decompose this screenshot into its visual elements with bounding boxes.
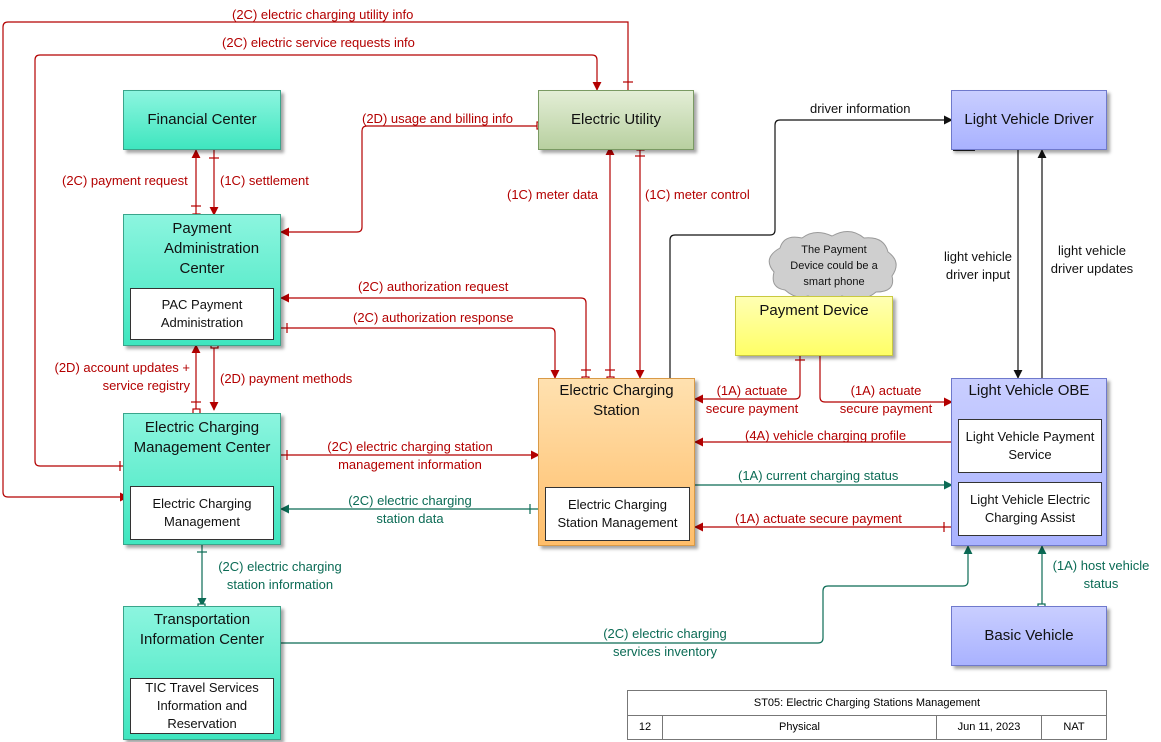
flow-services-inventory [281,545,973,644]
flow-service-requests [34,54,602,467]
cloud-note: The Payment Device could be a smart phon… [790,244,878,288]
tic-travel-services-label: TIC Travel Services Information and Rese… [145,680,259,731]
label-actuate-payment-obe: (1A) actuate secure payment [735,511,902,526]
light-vehicle-driver-node[interactable]: Light Vehicle Driver [951,90,1107,150]
label-driver-information: driver information [810,101,911,116]
ecs-label: Electric Charging Station [559,382,674,419]
ecmc-label: Electric Charging Management Center [133,419,271,456]
flow-actuate-payment-right [819,352,953,407]
payment-device-label: Payment Device [759,302,869,319]
electric-charging-management-center-node[interactable]: Electric Charging Management Center Elec… [123,413,281,545]
lv-charging-assist-label: Light Vehicle Electric Charging Assist [970,492,1090,525]
electric-utility-label: Electric Utility [570,111,661,128]
flow-driver-information [669,115,953,378]
label-host-vehicle-status: (1A) host vehicle status [1052,558,1150,591]
label-authorization-response: (2C) authorization response [353,310,514,325]
pac-payment-administration-label: PAC Payment Administration [160,297,244,330]
tic-label: Transportation Information Center [139,611,265,648]
flow-actuate-payment-left [694,352,801,404]
light-vehicle-obe-node[interactable]: Light Vehicle OBE Light Vehicle Payment … [951,378,1107,546]
ecmc-charging-management-label: Electric Charging Management [152,496,252,529]
electric-utility-node[interactable]: Electric Utility [538,90,694,150]
label-utility-info: (2C) electric charging utility info [232,7,414,22]
financial-center-label: Financial Center [147,111,257,128]
payment-administration-center-node[interactable]: Payment Administration Center PAC Paymen… [123,214,281,346]
label-lv-driver-input: light vehicle driver input [944,249,1012,282]
label-settlement: (1C) settlement [220,173,309,188]
light-vehicle-driver-label: Light Vehicle Driver [964,111,1094,128]
label-actuate-payment-left: (1A) actuate secure payment [705,383,799,416]
label-authorization-request: (2C) authorization request [358,279,509,294]
title-block-date: Jun 11, 2023 [936,714,1042,740]
label-actuate-payment-right: (1A) actuate secure payment [839,383,933,416]
flow-authorization-response [276,327,560,379]
label-station-information: (2C) electric charging station informati… [218,559,342,592]
lv-payment-service-label: Light Vehicle Payment Service [965,429,1095,462]
label-station-data: (2C) electric charging station data [348,493,472,526]
title-block-title: ST05: Electric Charging Stations Managem… [627,690,1107,716]
financial-center-node[interactable]: Financial Center [123,90,281,150]
label-account-updates: (2D) account updates + service registry [54,360,191,393]
label-payment-request: (2C) payment request [62,173,188,188]
label-vehicle-charging-profile: (4A) vehicle charging profile [745,428,907,443]
lv-obe-label: Light Vehicle OBE [968,382,1090,399]
tic-travel-services[interactable]: TIC Travel Services Information and Rese… [130,678,274,734]
lv-payment-service[interactable]: Light Vehicle Payment Service [958,419,1102,473]
label-station-mgmt-info: (2C) electric charging station managemen… [327,439,493,472]
title-block: ST05: Electric Charging Stations Managem… [627,690,1107,740]
pac-payment-administration[interactable]: PAC Payment Administration [130,288,274,340]
transportation-information-center-node[interactable]: Transportation Information Center TIC Tr… [123,606,281,740]
ecmc-charging-management[interactable]: Electric Charging Management [130,486,274,540]
payment-device-node[interactable]: Payment Device [735,296,893,356]
title-block-number: 12 [627,714,663,740]
electric-charging-station-node[interactable]: Electric Charging Station Electric Charg… [538,378,695,546]
flow-usage-billing [280,125,540,237]
label-meter-control: (1C) meter control [645,187,750,202]
pac-center-label: Payment Administration Center [164,220,260,277]
title-block-view: Physical [662,714,937,740]
label-service-requests: (2C) electric service requests info [222,35,415,50]
label-usage-billing: (2D) usage and billing info [362,111,514,126]
title-block-org: NAT [1041,714,1107,740]
basic-vehicle-node[interactable]: Basic Vehicle [951,606,1107,666]
label-lv-driver-updates: light vehicle driver updates [1050,243,1134,276]
label-meter-data: (1C) meter data [507,187,599,202]
label-services-inventory: (2C) electric charging services inventor… [603,626,727,659]
ecs-station-management[interactable]: Electric Charging Station Management [545,487,690,541]
lv-charging-assist[interactable]: Light Vehicle Electric Charging Assist [958,482,1102,536]
label-payment-methods: (2D) payment methods [220,371,353,386]
flow-utility-info [2,21,629,502]
ecs-station-management-label: Electric Charging Station Management [557,497,678,530]
flow-authorization-request [280,293,587,378]
basic-vehicle-label: Basic Vehicle [984,627,1074,644]
label-current-charging-status: (1A) current charging status [738,468,899,483]
